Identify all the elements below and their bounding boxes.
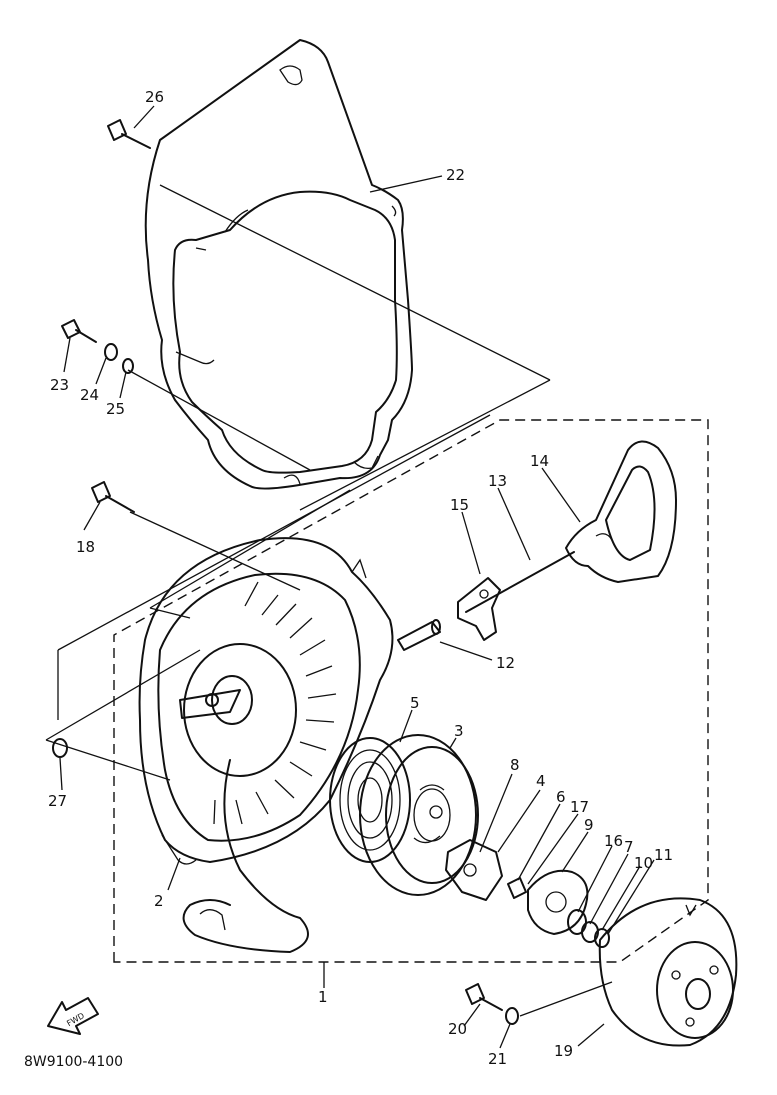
callout-22: 22 xyxy=(446,166,465,184)
part-26-bolt xyxy=(107,119,151,149)
callout-5: 5 xyxy=(410,694,420,712)
callout-20: 20 xyxy=(448,1020,467,1038)
callout-leaders xyxy=(59,105,655,1049)
callout-1: 1 xyxy=(318,988,328,1006)
callout-6: 6 xyxy=(556,788,566,806)
part-18-bolt xyxy=(91,481,135,513)
callout-23: 23 xyxy=(50,376,69,394)
part-3-reel-pulley xyxy=(359,734,479,896)
part-13-rope xyxy=(465,551,575,613)
part-12-rope-guide xyxy=(397,619,441,651)
callout-10: 10 xyxy=(634,854,653,872)
part-24-nut xyxy=(104,343,118,361)
assembly-outline xyxy=(113,419,709,988)
callout-labels: 26 22 23 24 25 18 14 13 15 12 5 3 8 4 6 … xyxy=(48,88,673,1068)
callout-12: 12 xyxy=(496,654,515,672)
part-15-bracket xyxy=(457,577,501,641)
callout-25: 25 xyxy=(106,400,125,418)
part-25-washer xyxy=(122,358,134,374)
callout-11: 11 xyxy=(654,846,673,864)
assembly-leader-lines xyxy=(45,184,551,781)
diagram-code: 8W9100-4100 xyxy=(24,1054,123,1070)
callout-3: 3 xyxy=(454,722,464,740)
callout-26: 26 xyxy=(145,88,164,106)
part-20-bolt xyxy=(465,983,503,1011)
callout-4: 4 xyxy=(536,772,546,790)
front-direction-arrow: FWD xyxy=(47,997,99,1035)
callout-24: 24 xyxy=(80,386,99,404)
part-27-nut xyxy=(52,738,68,758)
part-4-ratchet xyxy=(445,839,503,901)
part-23-bolt xyxy=(61,319,97,343)
callout-18: 18 xyxy=(76,538,95,556)
part-9-friction-plate xyxy=(527,869,589,935)
part-14-starter-handle xyxy=(565,440,677,583)
callout-27: 27 xyxy=(48,792,67,810)
callout-7: 7 xyxy=(624,838,634,856)
part-21-washer xyxy=(505,1007,519,1025)
callout-15: 15 xyxy=(450,496,469,514)
part-19-starter-pulley xyxy=(598,897,738,1047)
callout-21: 21 xyxy=(488,1050,507,1068)
callout-19: 19 xyxy=(554,1042,573,1060)
part-22-shroud-cover xyxy=(144,39,413,490)
callout-9: 9 xyxy=(584,816,594,834)
callout-13: 13 xyxy=(488,472,507,490)
callout-2: 2 xyxy=(154,892,164,910)
callout-16: 16 xyxy=(604,832,623,850)
callout-14: 14 xyxy=(530,452,549,470)
callout-8: 8 xyxy=(510,756,520,774)
callout-17: 17 xyxy=(570,798,589,816)
part-16-washer xyxy=(567,909,587,935)
part-2-starter-housing xyxy=(138,537,394,953)
part-5-spiral-spring xyxy=(329,737,411,863)
part-6-spring xyxy=(507,877,527,899)
